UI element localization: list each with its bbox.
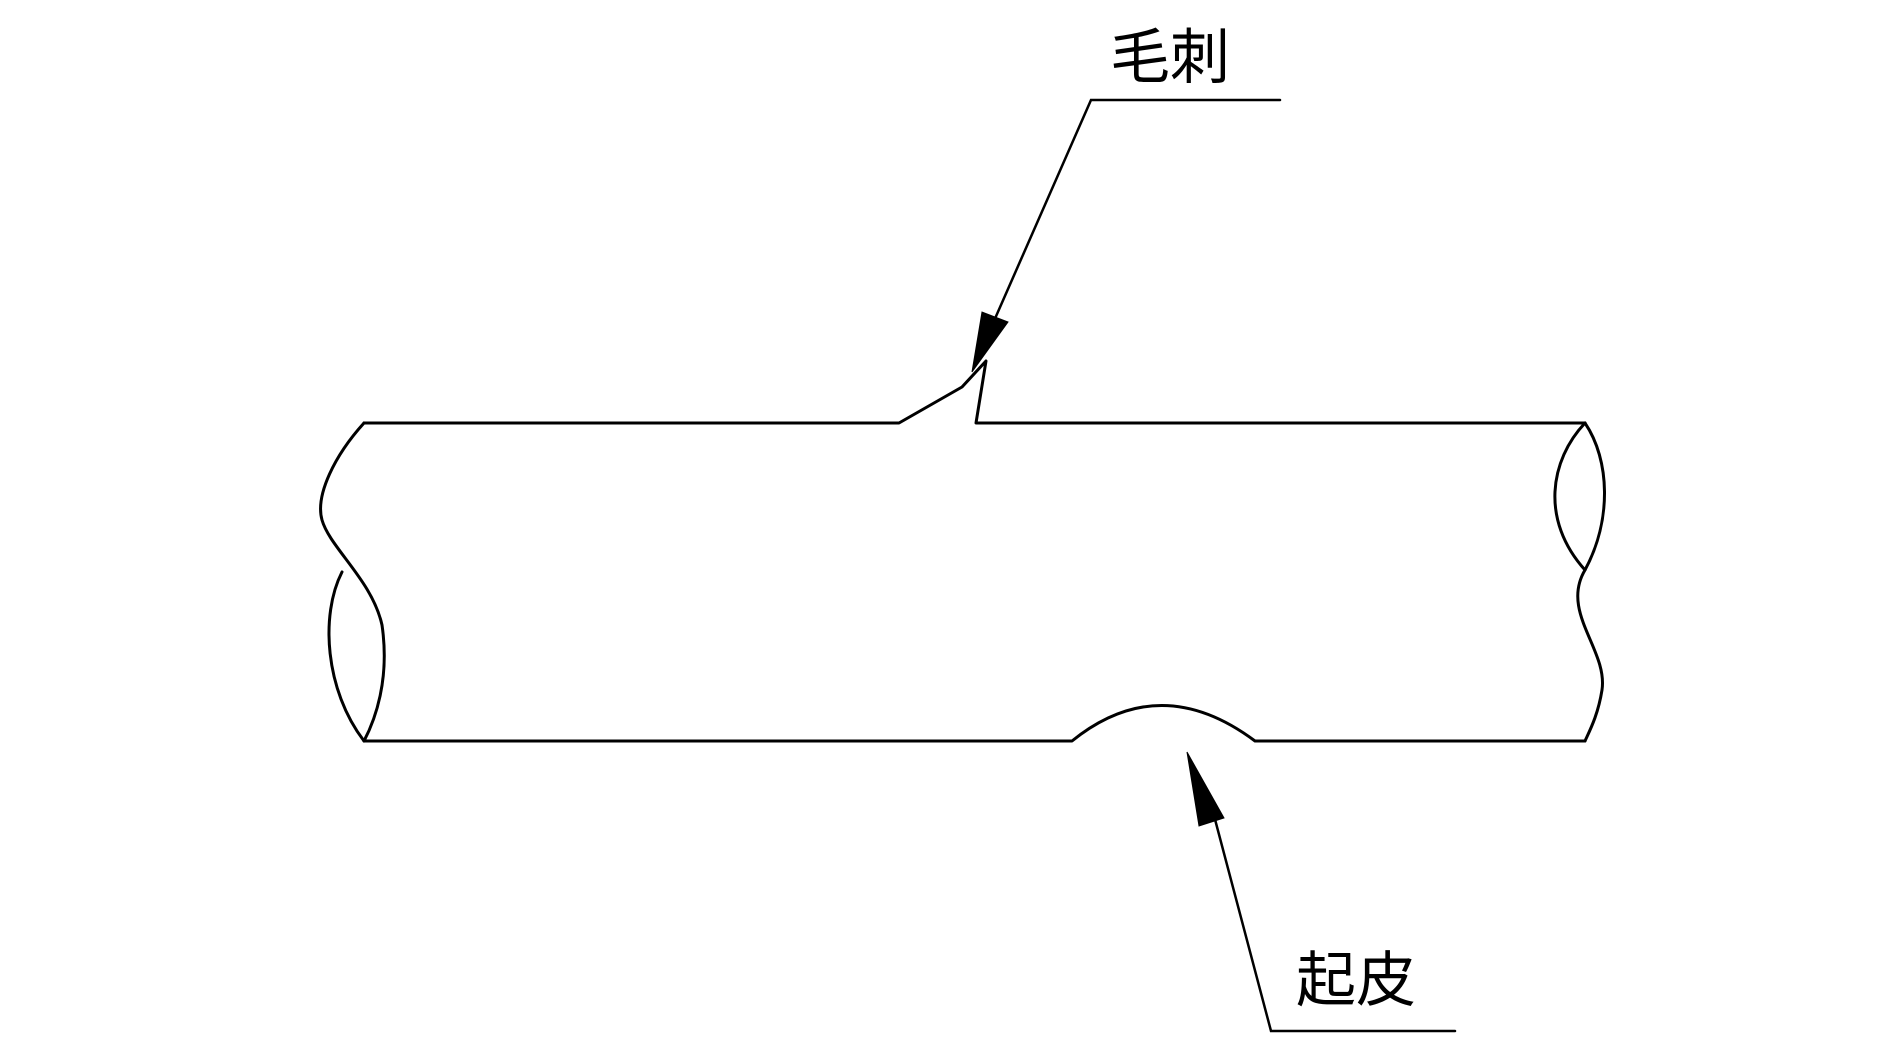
label-peeling: 起皮 xyxy=(1296,946,1416,1016)
rod-right-break xyxy=(1576,421,1606,743)
peeling-leader-line xyxy=(1210,806,1457,1033)
peeling-arrowhead xyxy=(1186,751,1225,827)
rod-left-break-inner xyxy=(327,570,366,743)
rod-top-edge xyxy=(362,359,1587,425)
burr-arrowhead xyxy=(971,311,1009,373)
rod-left-break xyxy=(319,421,386,743)
label-burr: 毛刺 xyxy=(1110,23,1230,93)
rod-bottom-edge xyxy=(362,704,1587,743)
burr-leader-line xyxy=(988,98,1282,332)
rod-right-break-inner xyxy=(1553,421,1587,572)
